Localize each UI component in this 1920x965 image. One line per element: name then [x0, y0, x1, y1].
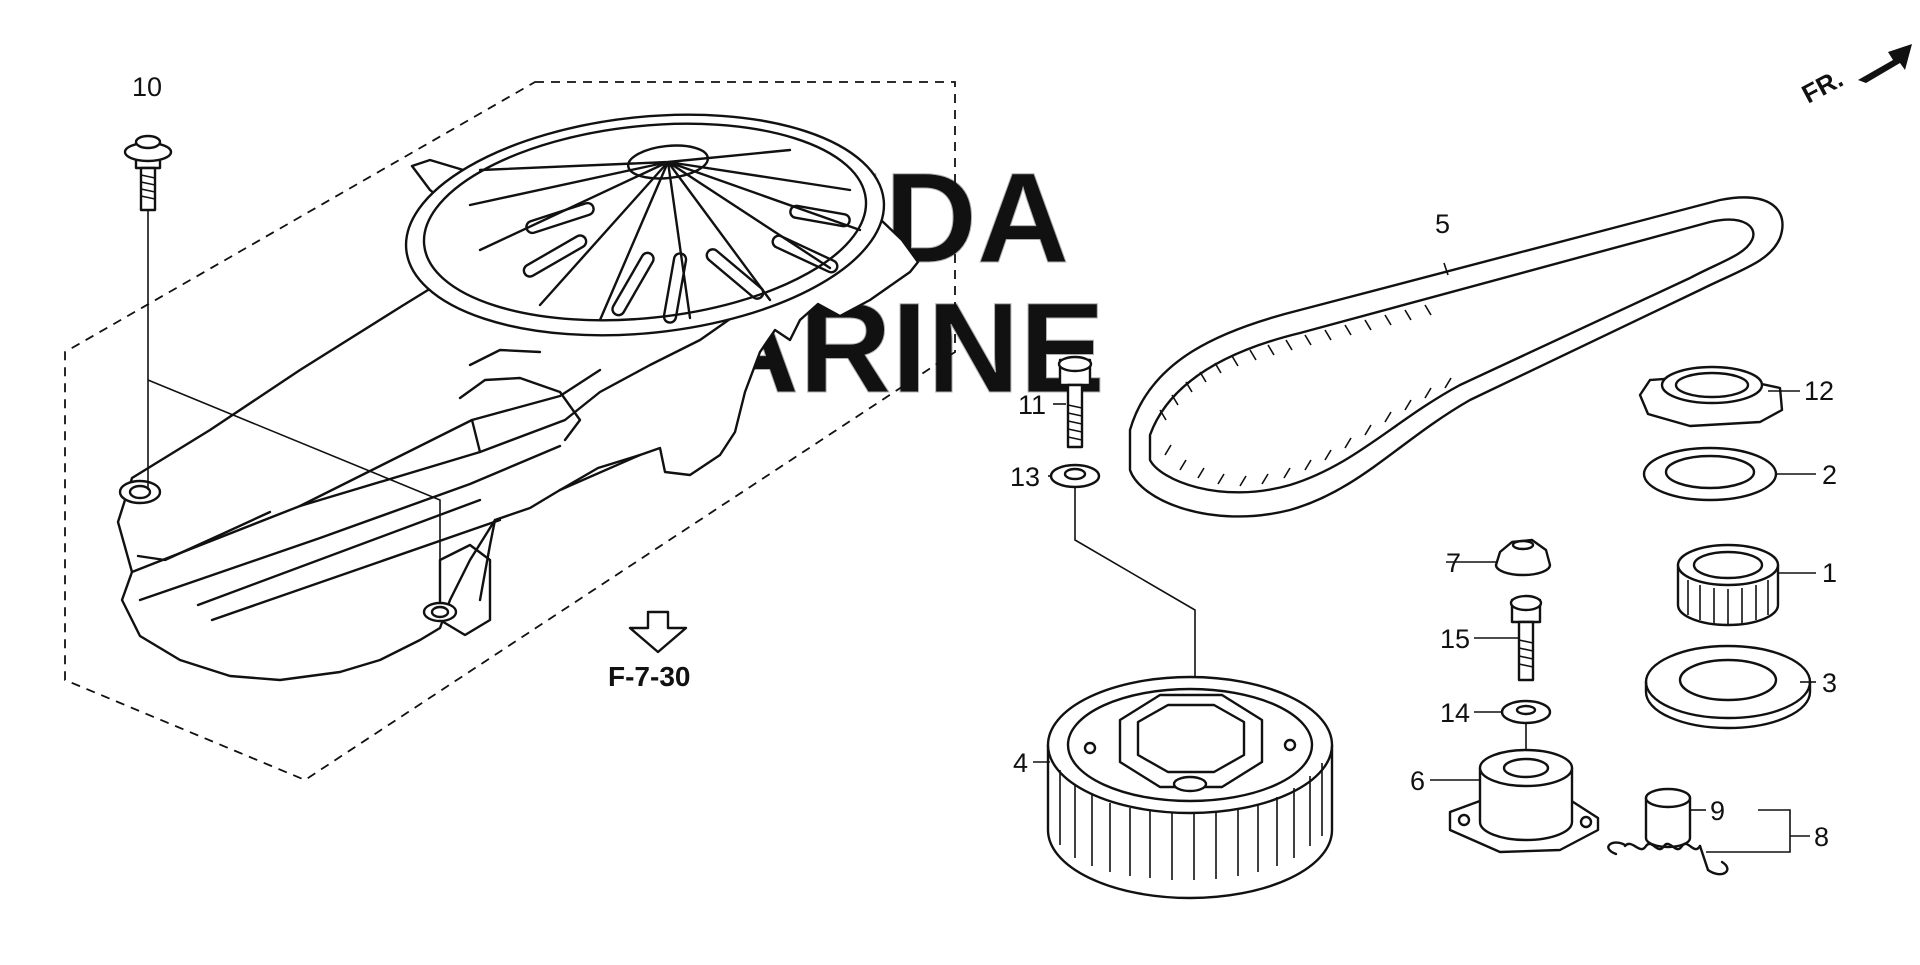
callout-2: 2 [1822, 460, 1837, 490]
reference-marker: F-7-30 [608, 610, 690, 692]
part-6-tensioner [1448, 748, 1600, 854]
reference-label: F-7-30 [608, 661, 690, 692]
callout-11: 11 [1018, 390, 1046, 420]
callout-10: 10 [132, 72, 162, 102]
leader-lines [1033, 262, 1816, 853]
part-2-washer [1642, 446, 1778, 502]
callout-6: 6 [1410, 766, 1425, 796]
callout-14: 14 [1440, 698, 1470, 728]
callout-5: 5 [1435, 209, 1450, 239]
callout-15: 15 [1440, 624, 1470, 654]
front-arrow-icon [1858, 44, 1912, 83]
callout-7: 7 [1446, 548, 1461, 578]
part-10-bolt [123, 134, 441, 600]
part-11-bolt [1057, 355, 1093, 449]
part-9-collar [1644, 787, 1692, 849]
part-14-washer [1500, 699, 1552, 772]
front-direction-marker: FR. [1797, 44, 1912, 109]
part-1-collar [1676, 543, 1780, 627]
callout-labels: 10 11 13 4 5 12 2 1 3 7 15 14 6 9 8 [132, 72, 1837, 852]
part-8-spring [1607, 841, 1729, 876]
part-12-locknut [1638, 365, 1784, 428]
callout-4: 4 [1013, 748, 1028, 778]
part-4-pulley [1046, 675, 1334, 900]
callout-3: 3 [1822, 668, 1837, 698]
callout-12: 12 [1804, 376, 1834, 406]
part-15-bolt [1509, 594, 1543, 682]
callout-8: 8 [1814, 822, 1829, 852]
part-13-washer [1049, 463, 1196, 750]
part-5-belt [1128, 196, 1784, 518]
callout-13: 13 [1010, 462, 1040, 492]
part-3-plate [1644, 644, 1812, 730]
callout-9: 9 [1710, 796, 1725, 826]
callout-1: 1 [1822, 558, 1837, 588]
cover-assembly [116, 113, 920, 682]
part-7-cap [1494, 538, 1552, 577]
down-arrow-icon [628, 610, 688, 654]
cover-assembly-boundary [64, 81, 956, 782]
front-label: FR. [1797, 63, 1848, 109]
